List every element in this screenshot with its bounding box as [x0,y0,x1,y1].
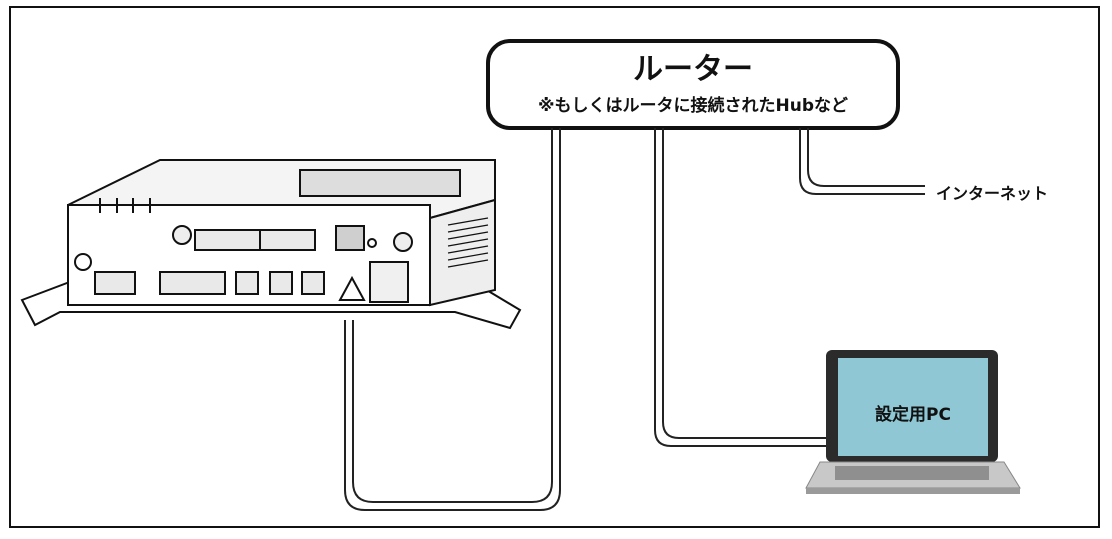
laptop [805,350,1021,494]
reset-button [367,238,377,248]
router-subtitle: ※もしくはルータに接続されたHubなど [537,96,849,116]
pc-label: 設定用PC [875,405,951,425]
com1-port [235,271,259,295]
router-title: ルーター [633,52,753,87]
com2-port [269,271,293,295]
cable-device-router [344,128,561,511]
laptop-keyboard [835,466,989,480]
com3-port [301,271,325,295]
terminal-block-bottom [159,271,226,295]
internet-label: インターネット [936,184,1049,203]
ground-symbol [74,253,92,271]
terminal-block-ai [259,229,316,251]
device-leds [99,198,151,213]
power-connector [94,271,136,295]
cable-router-internet [799,128,925,195]
ethernet-port [335,225,365,251]
laptop-screen [838,358,988,456]
sim-slot [369,261,409,303]
laptop-bottom [806,488,1020,494]
warning-triangle [338,275,366,301]
wifi-antenna [393,232,413,252]
cable-router-pc [654,128,835,447]
device-knob [172,225,192,245]
gateway-device [20,159,522,330]
router-box [486,39,900,130]
device-vents [447,217,489,268]
device-side [429,198,496,307]
